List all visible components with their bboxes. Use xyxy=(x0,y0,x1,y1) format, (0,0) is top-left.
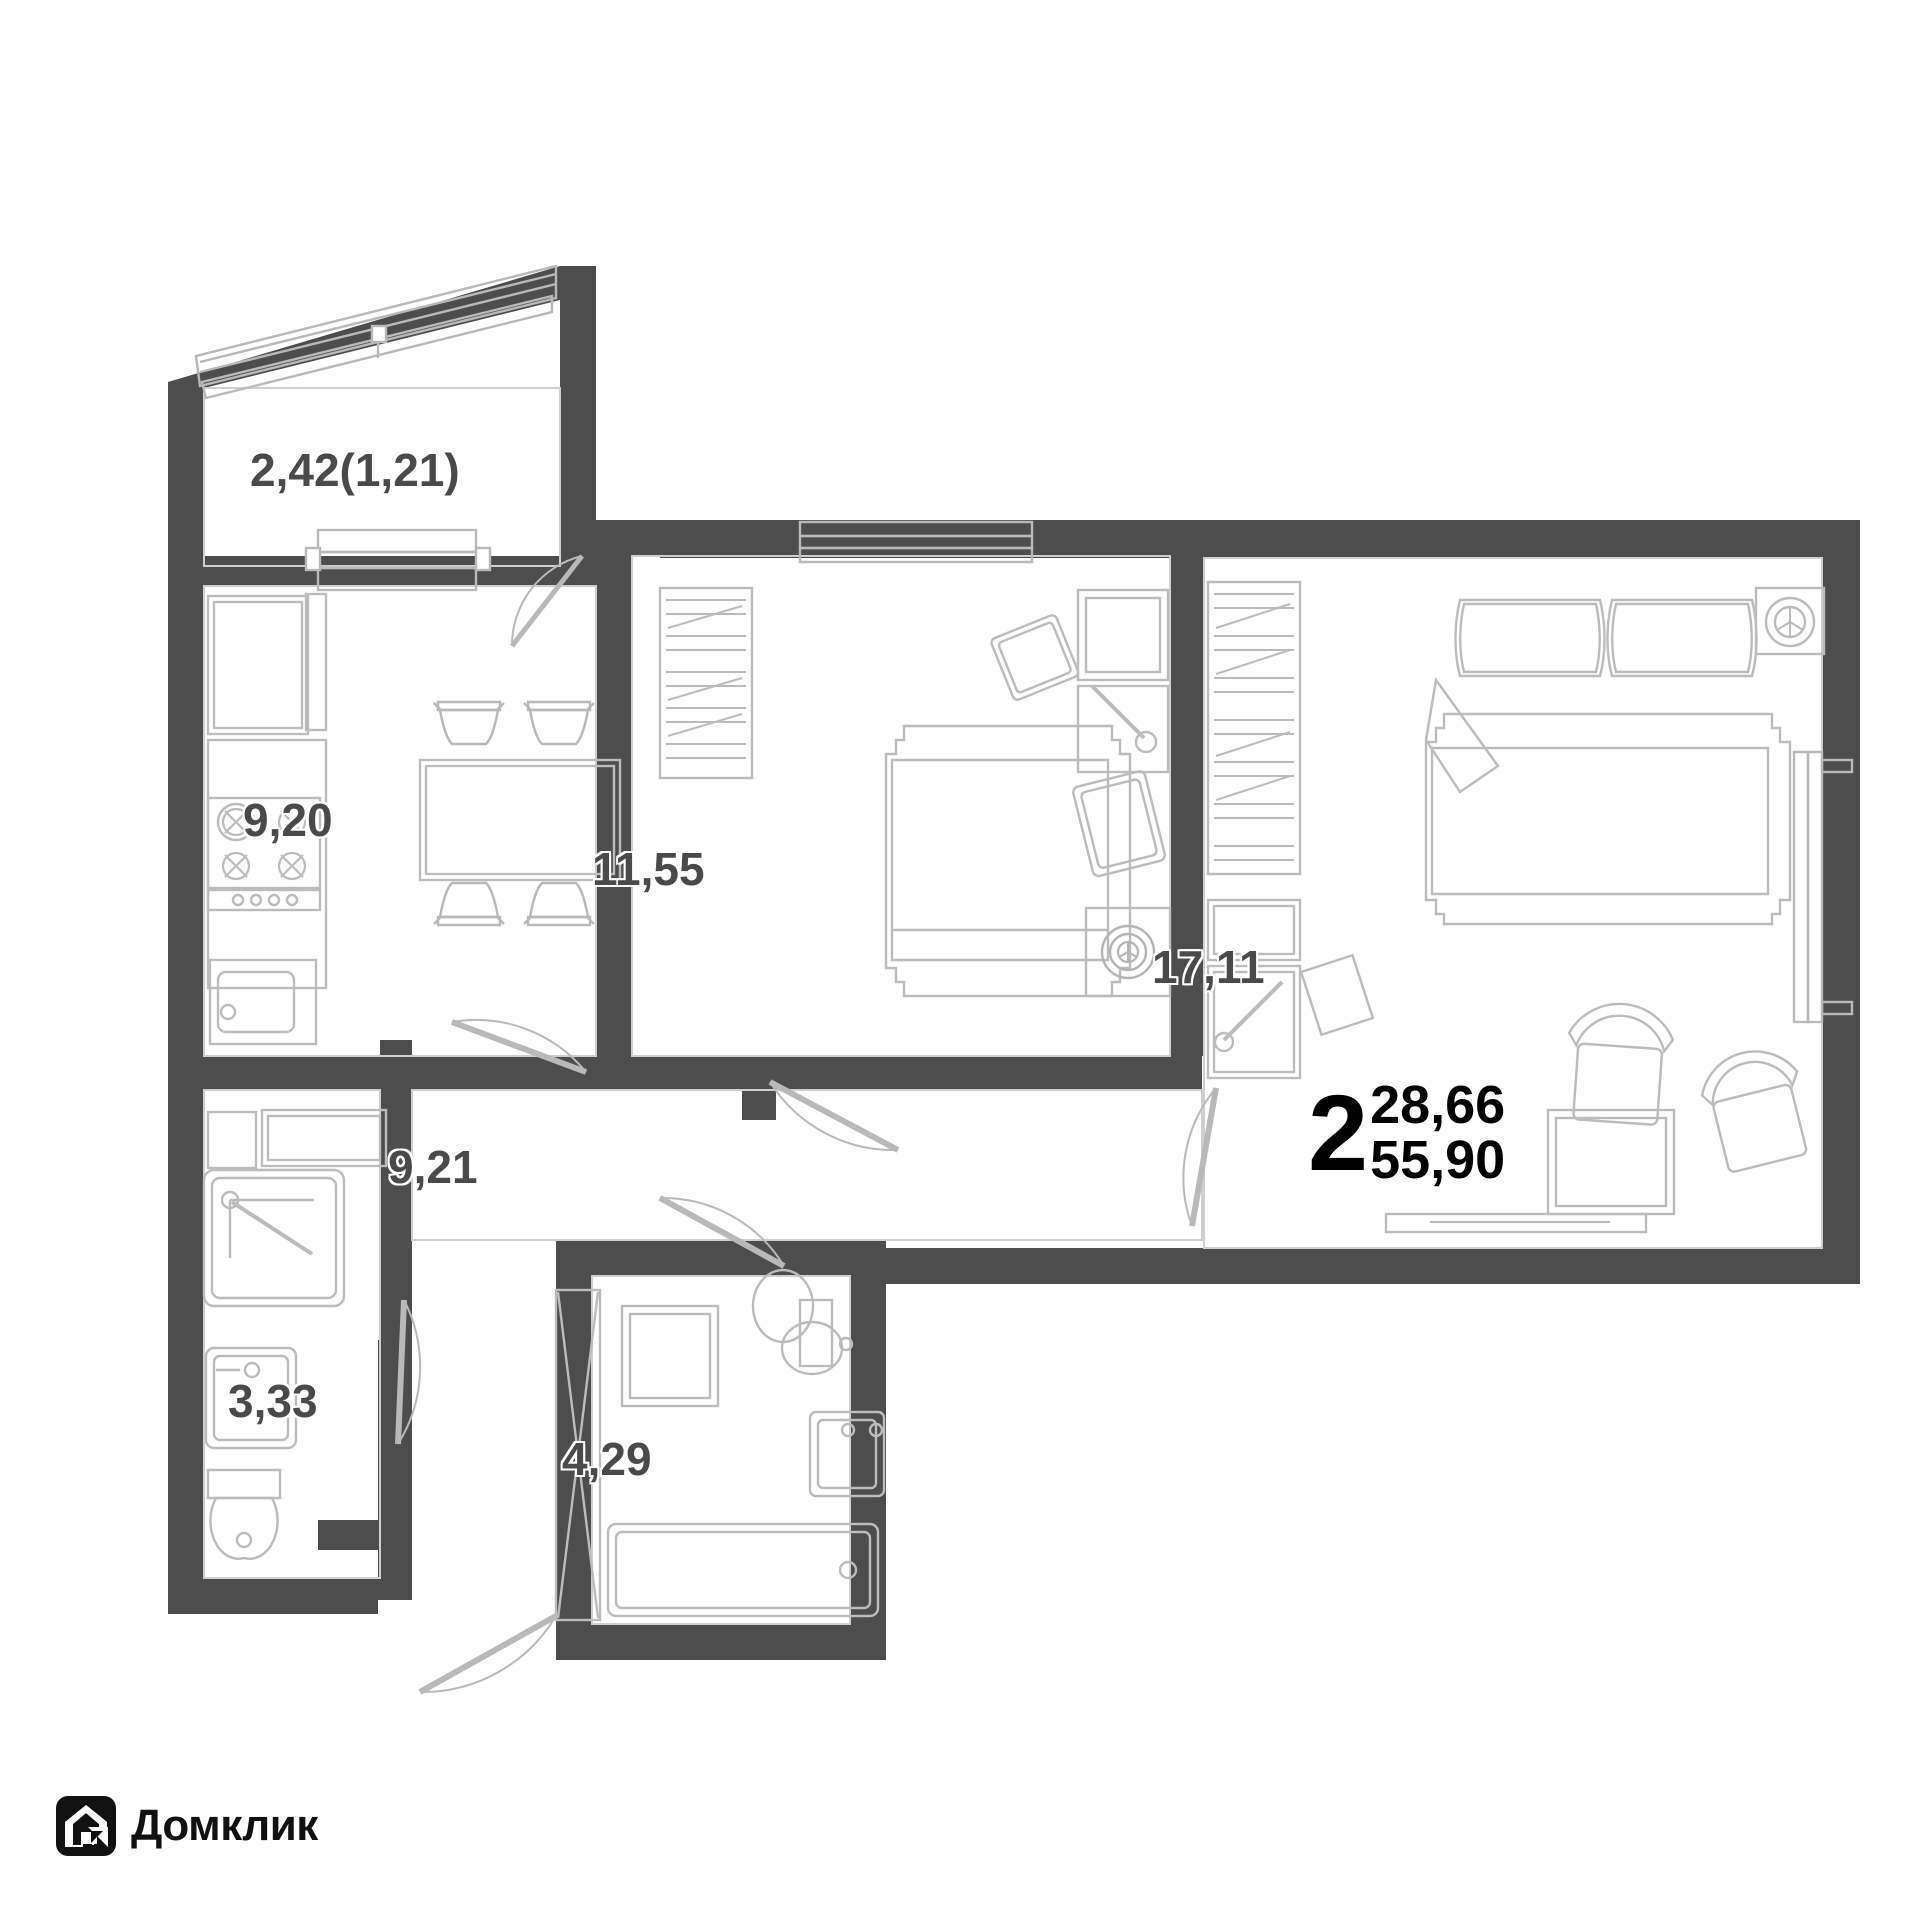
domclick-logo[interactable]: Домклик xyxy=(55,1795,318,1857)
area-label-living-room: 17,11 xyxy=(1152,941,1265,993)
kitchen-furniture xyxy=(206,592,622,1046)
area-label-bedroom: 11,55 xyxy=(592,843,705,895)
living-area-value: 28,66 xyxy=(1370,1075,1506,1135)
room-count: 2 xyxy=(1308,1071,1369,1193)
balcony-door xyxy=(304,528,584,648)
bedroom-window xyxy=(798,520,1034,564)
living-room-window xyxy=(1792,750,1854,1024)
bathroom-fixtures xyxy=(606,1268,886,1618)
apartment-summary: 2 28,66 55,90 xyxy=(1308,1071,1506,1193)
total-area-value: 55,90 xyxy=(1370,1130,1506,1191)
hallway-wardrobe xyxy=(554,1288,602,1622)
bedroom-furniture xyxy=(658,586,1172,998)
area-label-kitchen: 9,20 xyxy=(243,794,333,846)
domclick-logo-text: Домклик xyxy=(131,1801,318,1850)
living-room-furniture xyxy=(1206,580,1826,1234)
domclick-house-logo-icon xyxy=(56,1796,116,1856)
walls-group xyxy=(168,266,1860,1660)
area-label-hallway: 9,21 xyxy=(388,1141,478,1193)
area-label-bathroom: 4,29 xyxy=(562,1433,652,1485)
wc-fixtures xyxy=(202,1108,388,1560)
area-label-balcony: 2,42(1,21) xyxy=(250,444,460,496)
balcony-glazing xyxy=(194,264,558,400)
area-label-wc: 3,33 xyxy=(228,1375,318,1427)
doors-group xyxy=(395,1018,1219,1695)
